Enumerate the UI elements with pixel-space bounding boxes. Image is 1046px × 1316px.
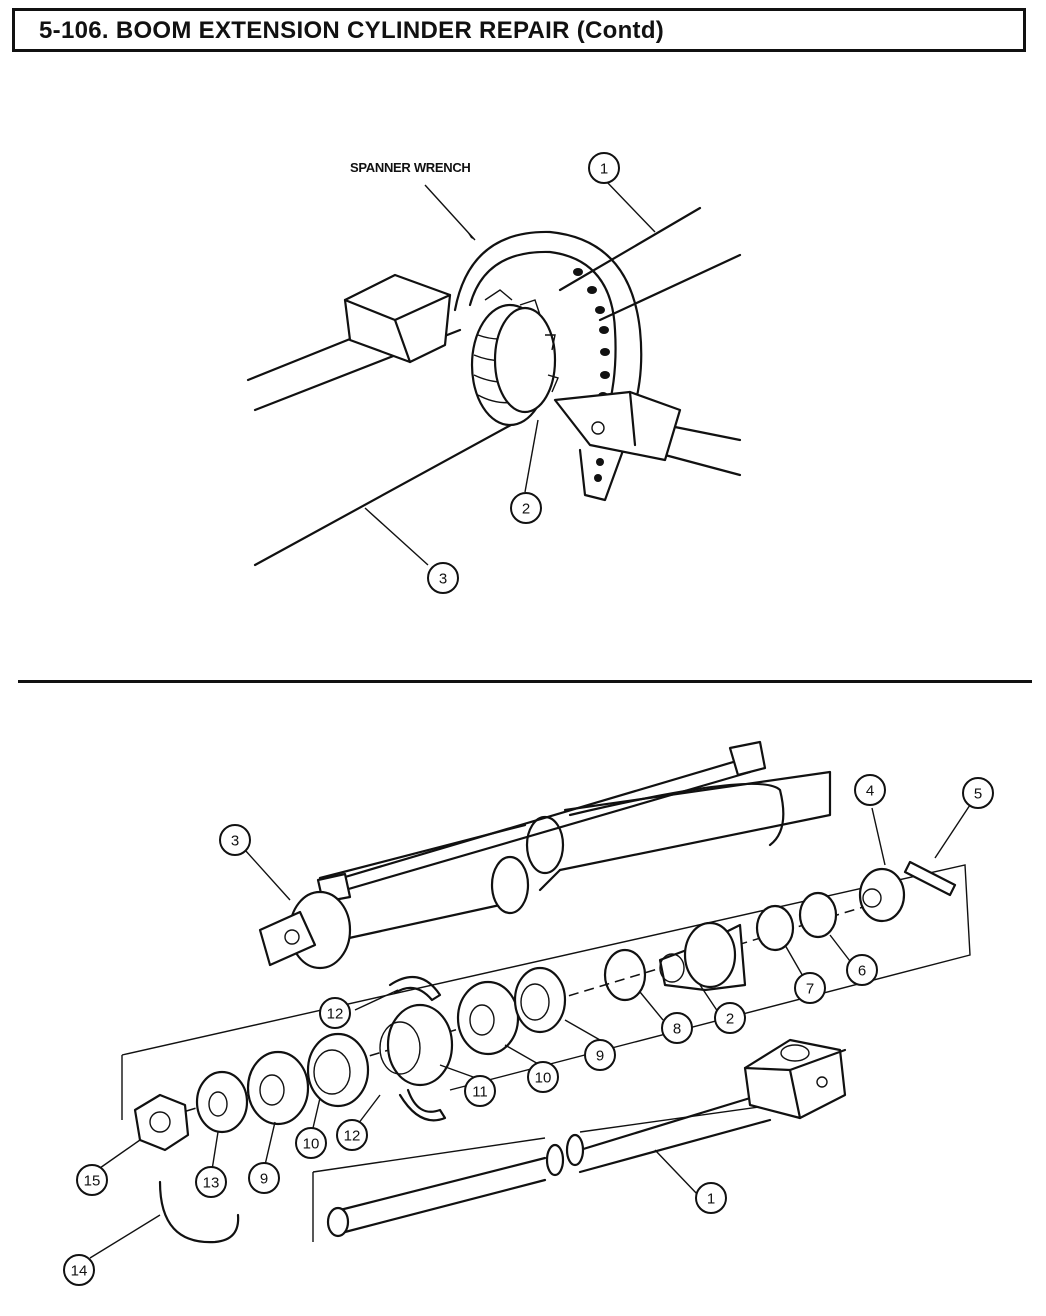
spanner-wrench-label: SPANNER WRENCH	[350, 160, 471, 175]
section-title-box: 5-106. BOOM EXTENSION CYLINDER REPAIR (C…	[12, 8, 1026, 52]
spanner-wrench-illustration	[246, 179, 742, 567]
section-divider	[18, 680, 1032, 683]
section-title: 5-106. BOOM EXTENSION CYLINDER REPAIR (C…	[39, 17, 665, 44]
